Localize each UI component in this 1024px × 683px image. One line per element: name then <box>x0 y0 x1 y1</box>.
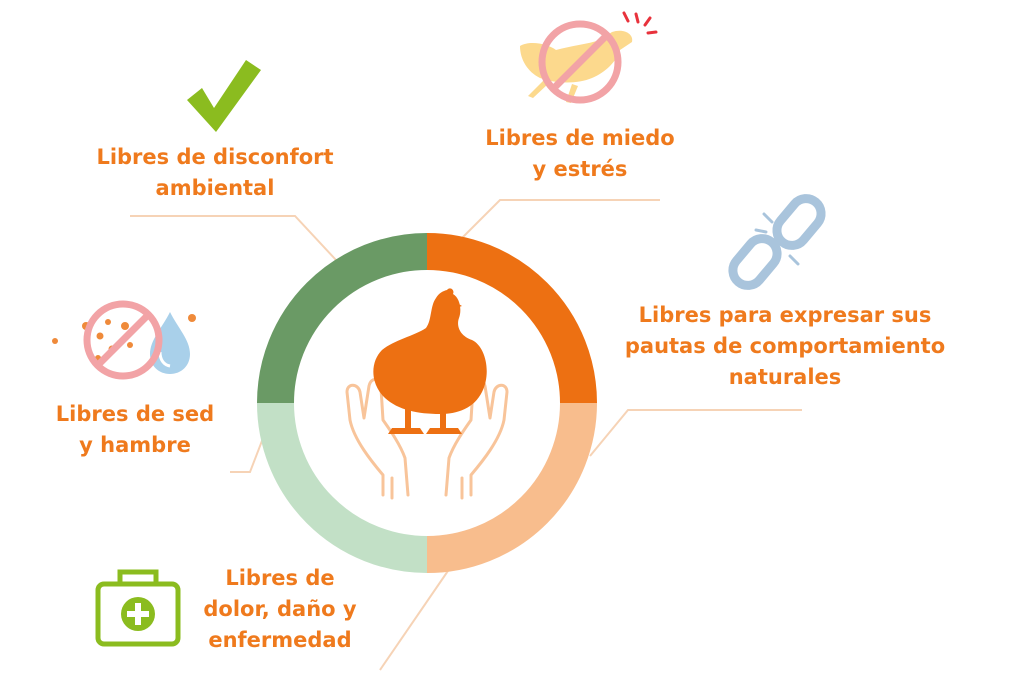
first-aid-kit-icon <box>95 569 181 647</box>
label-line: pautas de comportamiento <box>624 334 946 358</box>
no-food-water-icon <box>52 300 196 380</box>
ring-segment-light-green <box>257 402 428 573</box>
freedom-ring <box>257 233 597 573</box>
broken-chain-icon <box>728 194 826 290</box>
label-line: Libres para expresar sus <box>638 303 932 327</box>
label-dolor: Libres de dolor, daño y enfermedad <box>190 563 370 656</box>
chicken-in-hands-icon <box>345 288 509 500</box>
label-line: ambiental <box>155 176 275 200</box>
no-fear-chicken-icon <box>520 11 658 104</box>
connector-lines <box>130 199 802 671</box>
label-line: Libres de sed <box>55 402 215 426</box>
label-miedo: Libres de miedo y estrés <box>455 123 705 185</box>
label-sed: Libres de sed y hambre <box>35 399 235 461</box>
connector-miedo <box>461 199 660 239</box>
label-line: Libres de miedo <box>485 126 675 150</box>
connector-expresar <box>589 409 802 457</box>
alert-marks <box>622 11 658 35</box>
prohibit-sign <box>538 20 622 104</box>
label-line: enfermedad <box>208 628 352 652</box>
label-line: naturales <box>728 365 842 389</box>
prohibit-sign <box>83 300 163 380</box>
label-line: Libres de <box>225 566 335 590</box>
hands-outline <box>345 378 509 500</box>
connector-disconfort <box>130 215 337 261</box>
label-disconfort: Libres de disconfort ambiental <box>70 142 360 204</box>
checkmark-icon <box>187 60 261 132</box>
label-line: y hambre <box>79 433 191 457</box>
connector-dolor <box>379 564 453 671</box>
label-line: y estrés <box>532 157 628 181</box>
ring-segment-dark-green <box>257 233 428 404</box>
label-line: Libres de disconfort <box>96 145 334 169</box>
label-line: dolor, daño y <box>203 597 357 621</box>
chicken-silhouette <box>373 288 487 434</box>
ring-segment-light-orange <box>426 402 597 573</box>
label-expresar: Libres para expresar sus pautas de compo… <box>595 300 975 393</box>
ring-segment-orange <box>426 233 597 404</box>
